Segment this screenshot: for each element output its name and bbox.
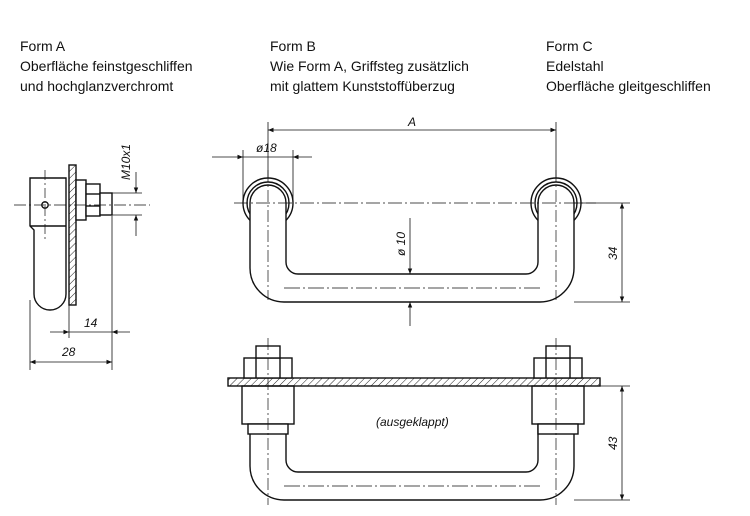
dim-28-label: 28 bbox=[61, 345, 76, 359]
form-b-title: Form B bbox=[270, 38, 316, 54]
form-c-line-2: Oberfläche gleitgeschliffen bbox=[546, 78, 711, 94]
side-washer bbox=[75, 179, 87, 221]
side-nut bbox=[85, 183, 101, 217]
u-handle bbox=[249, 184, 575, 303]
dim-43-label: 43 bbox=[606, 436, 620, 450]
form-c-line-1: Edelstahl bbox=[546, 58, 604, 74]
form-c-title: Form C bbox=[546, 38, 593, 54]
dim-dia18-label: ø18 bbox=[256, 141, 277, 155]
right-nut bbox=[533, 357, 583, 379]
dim-34-label: 34 bbox=[606, 246, 620, 260]
side-view bbox=[14, 164, 150, 370]
form-a-description: Form A Oberfläche feinstgeschliffen und … bbox=[20, 36, 193, 96]
side-bolt-end bbox=[99, 192, 113, 216]
right-mount-block bbox=[531, 385, 585, 425]
form-b-line-2: mit glattem Kunststoffüberzug bbox=[270, 78, 455, 94]
form-b-line-1: Wie Form A, Griffsteg zusätzlich bbox=[270, 58, 469, 74]
right-bolt-end bbox=[545, 345, 571, 359]
dim-14-label: 14 bbox=[84, 316, 98, 330]
form-a-line-2: und hochglanzverchromt bbox=[20, 78, 174, 94]
form-a-title: Form A bbox=[20, 38, 66, 54]
thread-dimension-label: M10x1 bbox=[119, 144, 133, 180]
form-c-description: Form C Edelstahl Oberfläche gleitgeschli… bbox=[546, 36, 711, 96]
section-plate bbox=[227, 377, 601, 387]
dim-a-label: A bbox=[407, 115, 416, 129]
side-plate bbox=[68, 164, 77, 306]
section-u-handle bbox=[249, 419, 575, 501]
section-view bbox=[227, 338, 630, 505]
form-a-line-1: Oberfläche feinstgeschliffen bbox=[20, 58, 193, 74]
form-b-description: Form B Wie Form A, Griffsteg zusätzlich … bbox=[270, 36, 469, 96]
side-handle-body bbox=[29, 177, 67, 311]
dim-dia10-label: ø 10 bbox=[394, 232, 408, 256]
folded-out-note: (ausgeklappt) bbox=[376, 415, 449, 429]
front-view bbox=[212, 122, 630, 326]
